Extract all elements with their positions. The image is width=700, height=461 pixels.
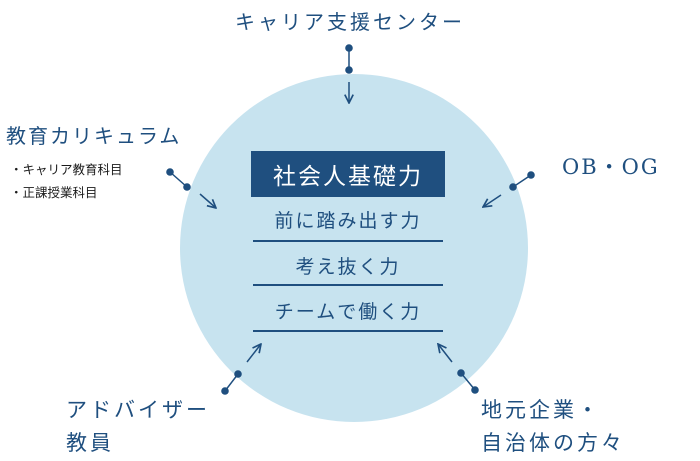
source-advisors: アドバイザー 教員 bbox=[66, 394, 210, 460]
source-local-partners-line1: 地元企業・ bbox=[481, 398, 601, 422]
list-item: キャリア教育科目 bbox=[14, 158, 123, 181]
source-advisors-line2: 教員 bbox=[66, 431, 114, 455]
connector-dot-top bbox=[345, 44, 353, 52]
connector-bottom-left bbox=[221, 344, 261, 395]
source-alumni: OB・OG bbox=[562, 155, 660, 179]
source-local-partners-line2: 自治体の方々 bbox=[481, 431, 625, 455]
connector-left bbox=[166, 168, 216, 208]
skill-divider bbox=[253, 240, 443, 242]
connector-right bbox=[483, 171, 535, 207]
connector-bottom-right bbox=[438, 344, 479, 394]
source-career-center: キャリア支援センター bbox=[235, 10, 465, 34]
skill-teamwork: チームで働く力 bbox=[274, 301, 422, 323]
list-item: 正課授業科目 bbox=[14, 181, 123, 204]
connector-dot-right bbox=[527, 171, 535, 179]
source-local-partners: 地元企業・ 自治体の方々 bbox=[481, 394, 625, 460]
source-advisors-line1: アドバイザー bbox=[66, 398, 210, 422]
center-title: 社会人基礎力 bbox=[251, 151, 445, 197]
skill-step-forward: 前に踏み出す力 bbox=[274, 210, 422, 232]
skill-think-through: 考え抜く力 bbox=[295, 256, 401, 278]
curriculum-list: キャリア教育科目 正課授業科目 bbox=[14, 158, 123, 204]
connector-dot-left bbox=[166, 168, 174, 176]
arrow-right bbox=[483, 194, 502, 207]
arrow-bottom-left bbox=[246, 344, 261, 363]
connector-top bbox=[345, 44, 353, 103]
arrow-left bbox=[199, 193, 216, 208]
skill-divider bbox=[253, 284, 443, 286]
arrow-bottom-right bbox=[438, 344, 453, 363]
connector-dot-bottom-right bbox=[471, 386, 479, 394]
center-circle bbox=[180, 74, 528, 422]
skill-divider bbox=[253, 330, 443, 332]
source-curriculum-title: 教育カリキュラム bbox=[6, 124, 182, 148]
connector-dot-bottom-left bbox=[221, 387, 229, 395]
